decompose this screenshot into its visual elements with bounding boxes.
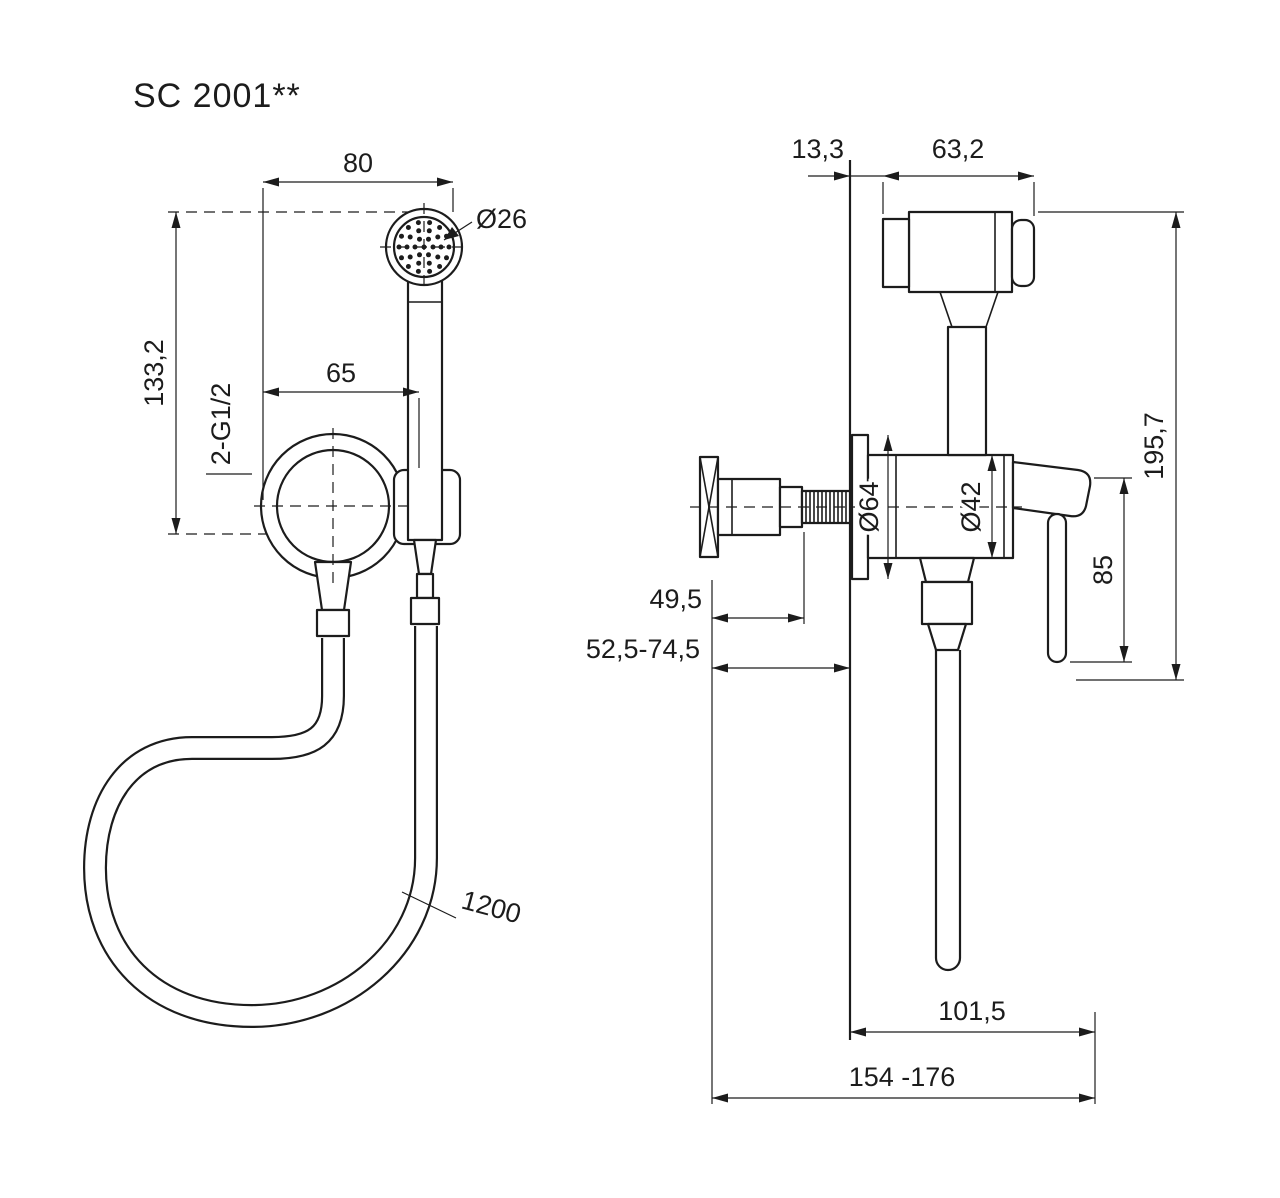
hose-loop: [82, 626, 438, 1029]
dim-154-176-label: 154 -176: [849, 1062, 956, 1092]
dim-o64-label: Ø64: [854, 481, 884, 532]
dim-65-label: 65: [326, 358, 356, 388]
handle-hose-nut: [409, 596, 441, 626]
handle-neck: [939, 291, 999, 328]
label-head-diameter: Ø26: [443, 204, 527, 241]
dim-85-label: 85: [1088, 555, 1118, 585]
model-title: SC 2001**: [133, 77, 301, 115]
dim-80-label: 80: [343, 148, 373, 178]
outlet-nut: [315, 608, 351, 638]
supply-connection: [698, 455, 852, 559]
hose-nut: [920, 580, 974, 626]
dim-escutcheon-diameter: Ø64: [851, 435, 893, 579]
label-thread: 2-G1/2: [206, 383, 252, 475]
dim-body-diameter: Ø42: [953, 455, 997, 558]
dim-inlet-depth-range: 52,5-74,5: [586, 580, 850, 1104]
lever-handle: [1011, 460, 1092, 664]
dims-depth-top: 13,3 63,2: [791, 134, 1035, 216]
head-end-cap: [1010, 218, 1036, 288]
dim-101-5-label: 101,5: [938, 996, 1006, 1026]
lever-knob: [1011, 460, 1092, 518]
centerlines-front: [254, 203, 468, 586]
hose-fill: [85, 626, 436, 1026]
lever-rod: [1046, 512, 1068, 664]
front-view: 80 133,2 65 Ø26 2-G1/2: [82, 148, 527, 1029]
dim-width-65: 65: [263, 358, 420, 468]
dim-133-2-label: 133,2: [139, 339, 169, 407]
dim-width-80: 80: [262, 148, 454, 500]
hose-taper: [926, 622, 968, 652]
dim-49-5-label: 49,5: [649, 584, 702, 614]
leader-line: [401, 891, 457, 919]
dim-52-5-74-5-label: 52,5-74,5: [586, 634, 700, 664]
dim-overall-height: 195,7: [1038, 211, 1184, 681]
dim-hose-length-label: 1200: [458, 885, 524, 930]
dim-63-2-label: 63,2: [932, 134, 985, 164]
hose-drop: [934, 650, 962, 972]
outlet-connection: [313, 560, 353, 638]
handle-body: [406, 279, 444, 542]
sprayer-side: [881, 210, 1036, 457]
dim-195-7-label: 195,7: [1139, 412, 1169, 480]
dim-head-diameter-label: Ø26: [476, 204, 527, 234]
dim-thread-label: 2-G1/2: [206, 383, 236, 466]
dim-o42-label: Ø42: [956, 481, 986, 532]
dim-hose-offset: 101,5: [850, 996, 1096, 1104]
sprayer-handle-front: [406, 279, 444, 626]
outlet-cone: [313, 560, 353, 612]
handle-taper: [412, 538, 438, 576]
head-body-side: [907, 210, 1014, 294]
dim-13-3-label: 13,3: [791, 134, 844, 164]
dim-inlet-depth: 49,5: [649, 532, 805, 624]
spray-nozzle-dots: [396, 220, 452, 274]
hose-side: [918, 556, 976, 972]
handle-tube: [946, 325, 988, 457]
hose-cone: [918, 556, 976, 584]
dim-lever-length: 85: [1070, 477, 1132, 663]
dim-overall-depth: 154 -176: [712, 1062, 1095, 1103]
head-spray-cap: [881, 217, 911, 289]
side-view: 13,3 63,2 195,7 Ø64 Ø42: [586, 134, 1184, 1104]
dim-height-133-2: 133,2: [139, 211, 410, 535]
handle-tip: [415, 572, 435, 600]
